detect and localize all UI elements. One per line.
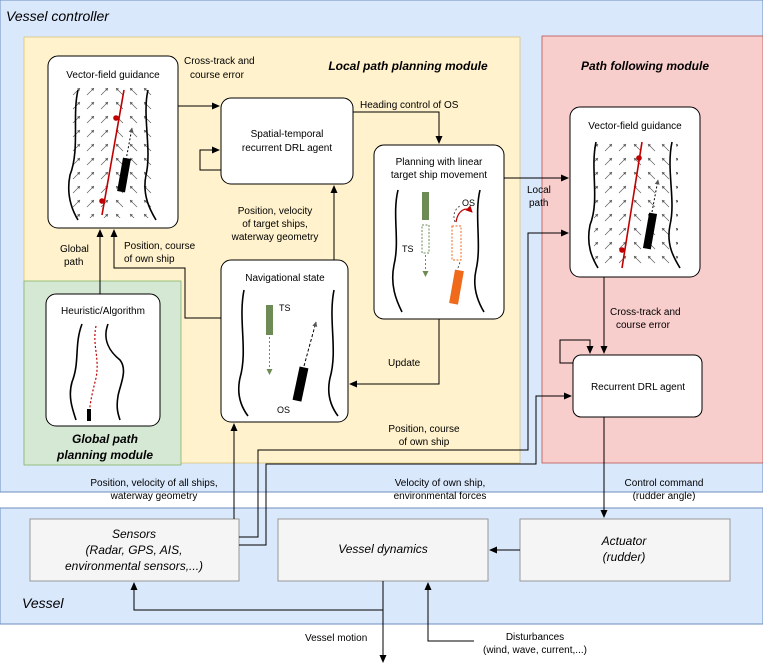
os-planning-label: OS bbox=[462, 198, 475, 208]
navigational-state-box bbox=[220, 259, 349, 423]
os-nav-label: OS bbox=[277, 405, 290, 415]
drl-agent-label-1: Spatial-temporal bbox=[251, 129, 324, 140]
vel-own-label-1: Velocity of own ship, bbox=[395, 478, 486, 489]
path-following-title: Path following module bbox=[581, 59, 709, 73]
connectors bbox=[96, 102, 608, 663]
planning-illustration bbox=[391, 189, 485, 313]
pos-vel-ts-label-2: of target ships, bbox=[242, 219, 308, 230]
ts-planning-label: TS bbox=[402, 244, 414, 254]
pos-vel-ts-label-1: Position, velocity bbox=[238, 206, 312, 217]
vfg-follow-illustration bbox=[587, 140, 681, 269]
sensors-label-2: (Radar, GPS, AIS, bbox=[86, 543, 183, 557]
global-path-label-1: Global bbox=[60, 244, 89, 255]
vessel-motion-label: Vessel motion bbox=[305, 633, 367, 644]
vessel-dynamics-label: Vessel dynamics bbox=[338, 542, 428, 556]
heading-control-label: Heading control of OS bbox=[360, 100, 459, 111]
nav-state-title: Navigational state bbox=[245, 273, 325, 284]
local-path-label-2: path bbox=[529, 198, 548, 209]
pos-vel-all-label-2: waterway geometry bbox=[110, 491, 198, 502]
pos-vel-all-label-1: Position, velocity of all ships, bbox=[90, 478, 217, 489]
heuristic-title: Heuristic/Algorithm bbox=[61, 306, 145, 317]
cross-track-top-2: course error bbox=[190, 70, 245, 81]
ts-nav-label: TS bbox=[279, 303, 291, 313]
nav-state-illustration bbox=[237, 289, 339, 417]
planning-label-1: Planning with linear bbox=[396, 157, 483, 168]
global-path-label-2: path bbox=[64, 257, 83, 268]
sensors-label-1: Sensors bbox=[112, 527, 156, 541]
update-label: Update bbox=[388, 358, 421, 369]
cross-track-right-2: course error bbox=[616, 320, 671, 331]
vessel-title: Vessel bbox=[22, 595, 64, 611]
local-path-label-1: Local bbox=[527, 185, 551, 196]
spatial-temporal-drl-agent-box bbox=[220, 97, 354, 185]
heuristic-illustration bbox=[69, 323, 125, 421]
actuator-box bbox=[519, 518, 731, 582]
cross-track-top-1: Cross-track and bbox=[184, 56, 255, 67]
vel-own-label-2: environmental forces bbox=[394, 491, 487, 502]
local-module-title: Local path planning module bbox=[328, 59, 488, 73]
pos-course-os-label-2: of own ship bbox=[399, 437, 450, 448]
disturbances-label-1: Disturbances bbox=[506, 632, 564, 643]
vessel-dynamics-box bbox=[277, 518, 489, 582]
sensors-box bbox=[29, 518, 240, 582]
recurrent-agent-label: Recurrent DRL agent bbox=[591, 382, 685, 393]
actuator-label-2: (rudder) bbox=[603, 550, 646, 564]
disturbances-label-2: (wind, wave, current,...) bbox=[483, 645, 587, 656]
control-command-label-2: (rudder angle) bbox=[633, 491, 696, 502]
pos-course-label-2: of own ship bbox=[124, 254, 175, 265]
pos-course-os-label-1: Position, course bbox=[388, 424, 460, 435]
sensors-label-3: environmental sensors,...) bbox=[65, 559, 203, 573]
pos-course-label-1: Position, course bbox=[124, 241, 196, 252]
control-command-label-1: Control command bbox=[625, 478, 704, 489]
vessel-controller-title: Vessel controller bbox=[6, 8, 110, 24]
drl-agent-label-2: recurrent DRL agent bbox=[242, 143, 332, 154]
planning-label-2: target ship movement bbox=[391, 170, 487, 181]
heuristic-box bbox=[45, 293, 161, 427]
recurrent-drl-agent-box bbox=[572, 354, 703, 418]
vfg-local-title: Vector-field guidance bbox=[66, 70, 160, 81]
vfg-follow-title: Vector-field guidance bbox=[588, 121, 682, 132]
cross-track-right-1: Cross-track and bbox=[610, 307, 681, 318]
pos-vel-ts-label-3: waterway geometry bbox=[231, 232, 319, 243]
actuator-label-1: Actuator bbox=[601, 534, 648, 548]
vfg-local-illustration bbox=[67, 88, 157, 221]
global-module-title-1: Global path bbox=[72, 432, 138, 446]
global-module-title-2: planning module bbox=[56, 448, 153, 462]
